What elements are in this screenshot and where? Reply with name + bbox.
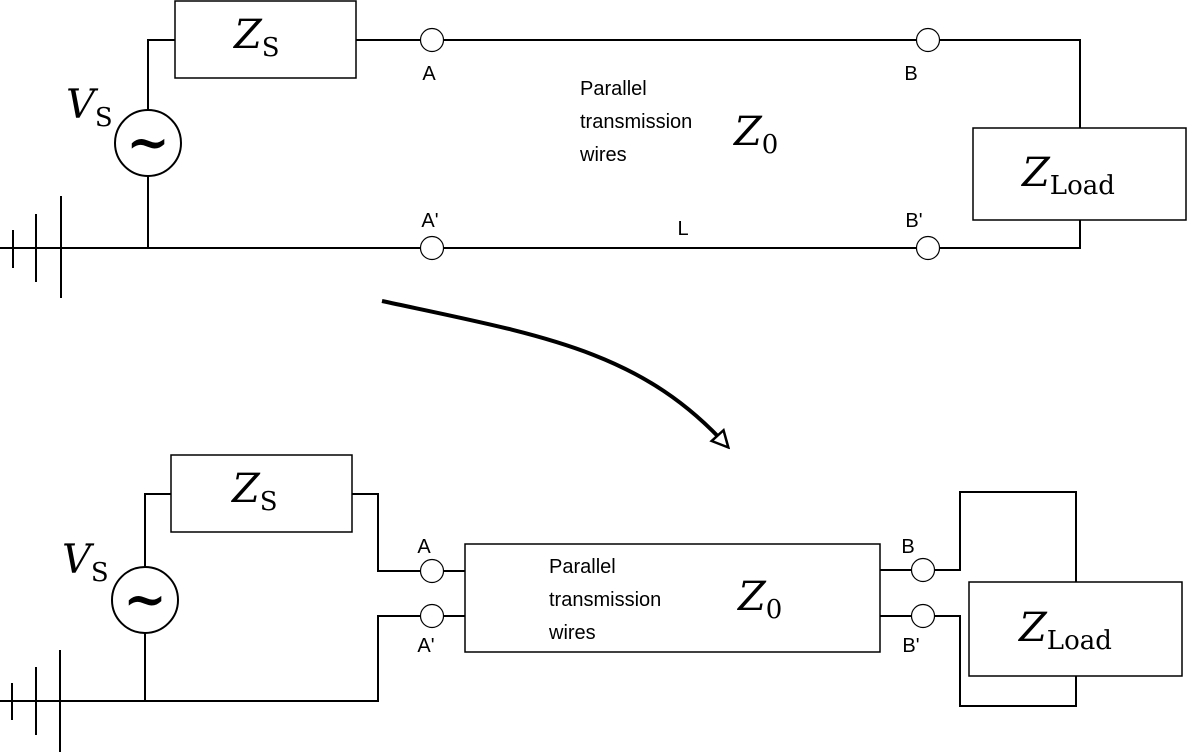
bottom-voltage-source: ~ [111, 566, 179, 634]
transform-arrow [381, 299, 727, 446]
top-terminal-b-prime-label: B' [905, 210, 922, 232]
top-z0-label: Z0 [732, 109, 778, 160]
bottom-aprime-to-ground-wire [144, 615, 421, 702]
bottom-wires-label: Parallel transmission wires [548, 556, 667, 644]
bottom-zs-to-a-wire [352, 493, 421, 572]
top-wires-label: Parallel transmission wires [579, 78, 698, 166]
top-terminal-b [915, 27, 941, 53]
top-zs-box [174, 0, 357, 79]
bottom-circuit: ~ VS ZS Parallel transmission wires Z0 Z… [0, 454, 1183, 752]
top-source-top-wire [147, 39, 175, 110]
top-terminal-a-label: A [422, 63, 436, 85]
bottom-terminal-b-label: B [901, 536, 914, 558]
top-ground-icon [12, 196, 62, 298]
top-terminal-a-prime-label: A' [421, 210, 438, 232]
bottom-terminal-a [419, 558, 445, 584]
top-terminal-a [419, 27, 445, 53]
bottom-source-label: VS [62, 537, 109, 588]
bottom-terminal-a-label: A [417, 536, 431, 558]
top-terminal-a-prime [419, 235, 445, 261]
top-aprime-to-ground-wire [147, 176, 421, 249]
top-terminal-b-prime [915, 235, 941, 261]
bottom-transmission-line-box [464, 543, 881, 653]
ac-sine-icon: ~ [126, 112, 170, 173]
bottom-zs-box [170, 454, 353, 533]
bottom-terminal-b-prime [910, 603, 936, 629]
bottom-ground-icon [11, 650, 61, 752]
top-circuit: ~ VS ZS ZLoad A B A' B' L Parallel trans… [0, 0, 1187, 298]
bottom-terminal-b [910, 557, 936, 583]
bottom-bprime-to-load-wire [935, 615, 1077, 707]
top-source-label: VS [66, 82, 113, 133]
bottom-z0-label: Z0 [736, 574, 782, 625]
bottom-zs-label: ZS [230, 466, 278, 517]
top-terminal-b-label: B [904, 63, 917, 85]
bottom-source-top-wire [144, 493, 171, 567]
bottom-zload-box [968, 581, 1183, 677]
bottom-terminal-a-prime [419, 603, 445, 629]
top-load-to-bprime-wire [940, 220, 1081, 249]
top-zs-label: ZS [232, 12, 280, 63]
bottom-terminal-b-prime-label: B' [902, 635, 919, 657]
top-zload-box [972, 127, 1187, 221]
bottom-b-to-load-wire [935, 491, 1077, 582]
bottom-zload-label: ZLoad [1017, 605, 1112, 656]
top-zload-label: ZLoad [1020, 150, 1115, 201]
top-b-to-load-wire [940, 39, 1081, 128]
bottom-terminal-a-prime-label: A' [417, 635, 434, 657]
ac-sine-icon: ~ [123, 569, 167, 630]
top-voltage-source: ~ [114, 109, 182, 177]
top-length-label: L [677, 218, 688, 240]
